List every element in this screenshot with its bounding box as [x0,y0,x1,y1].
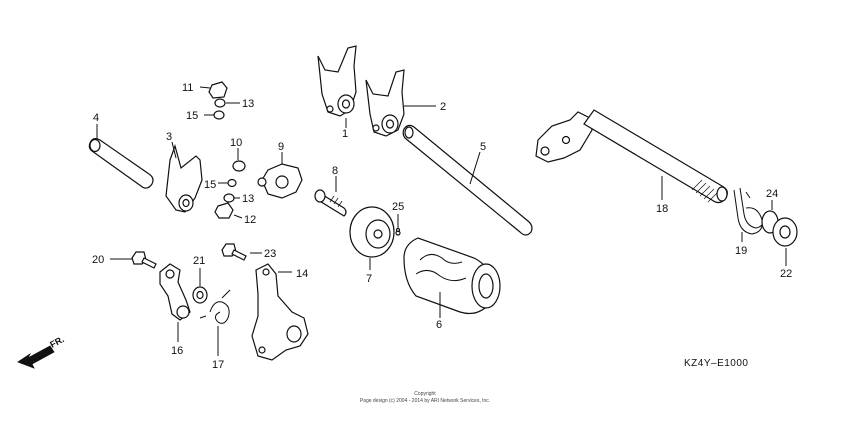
part-15-pin-mid [227,178,237,188]
part-6-shift-drum [403,237,501,315]
callout-13-top: 13 [242,98,254,110]
part-4-rod [88,137,154,189]
part-16-stopper-arm [159,263,191,321]
part-8-bolt [314,189,347,217]
callout-2: 2 [440,101,446,113]
copyright-title: Copyright [414,391,436,397]
diagram-code: KZ4Y–E1000 [684,358,749,369]
part-5-fork-shaft [402,124,533,236]
part-1-shift-fork [317,45,357,117]
front-direction-arrow: FR. [17,334,66,369]
callout-16: 16 [171,345,183,357]
part-2-shift-fork [365,69,405,137]
part-14-guide-plate [251,263,309,361]
callout-11: 11 [182,82,193,94]
callout-21: 21 [193,255,205,267]
callout-15-mid: 15 [204,179,216,191]
part-15-pin-top [213,110,225,120]
part-13-spring-mid [223,193,235,203]
front-direction-label: FR. [48,334,65,350]
callout-9: 9 [278,141,284,153]
callout-12: 12 [244,214,256,226]
callout-6: 6 [436,319,442,331]
part-20-bolt [131,251,157,269]
part-22-oil-seal [772,217,798,247]
part-19-return-spring [733,187,765,235]
part-25-pin [395,227,401,233]
callout-14: 14 [296,268,308,280]
callout-8: 8 [332,165,338,177]
callout-17: 17 [212,359,224,371]
part-13-spring-top [214,98,226,108]
callouts: 1 2 3 4 5 6 7 8 9 10 11 12 13 13 14 15 1… [92,82,792,371]
part-12-stopper [214,202,234,219]
callout-18: 18 [656,203,668,215]
callout-20: 20 [92,254,104,266]
copyright-notice: Page design (c) 2004 - 2014 by ARI Netwo… [359,398,491,404]
part-21-collar [192,286,208,304]
part-10-washer [232,160,246,172]
callout-7: 7 [366,273,372,285]
callout-1: 1 [342,128,348,140]
callout-23: 23 [264,248,276,260]
leader-lines [96,86,787,356]
part-9-drum-center [257,163,303,199]
part-11-stopper-top [208,81,228,99]
callout-13-mid: 13 [242,193,254,205]
callout-24: 24 [766,188,778,200]
part-7-drum-cam [349,206,401,258]
part-3-shift-fork [165,144,203,213]
part-17-spring [199,289,231,324]
callout-4: 4 [93,112,99,124]
callout-15-top: 15 [186,110,198,122]
part-23-bolt [221,243,247,261]
callout-19: 19 [735,245,747,257]
callout-5: 5 [480,141,486,153]
callout-25: 25 [392,201,404,213]
callout-3: 3 [166,131,172,143]
callout-10: 10 [230,137,242,149]
callout-22: 22 [780,268,792,280]
part-18-gearshift-spindle [535,109,728,204]
